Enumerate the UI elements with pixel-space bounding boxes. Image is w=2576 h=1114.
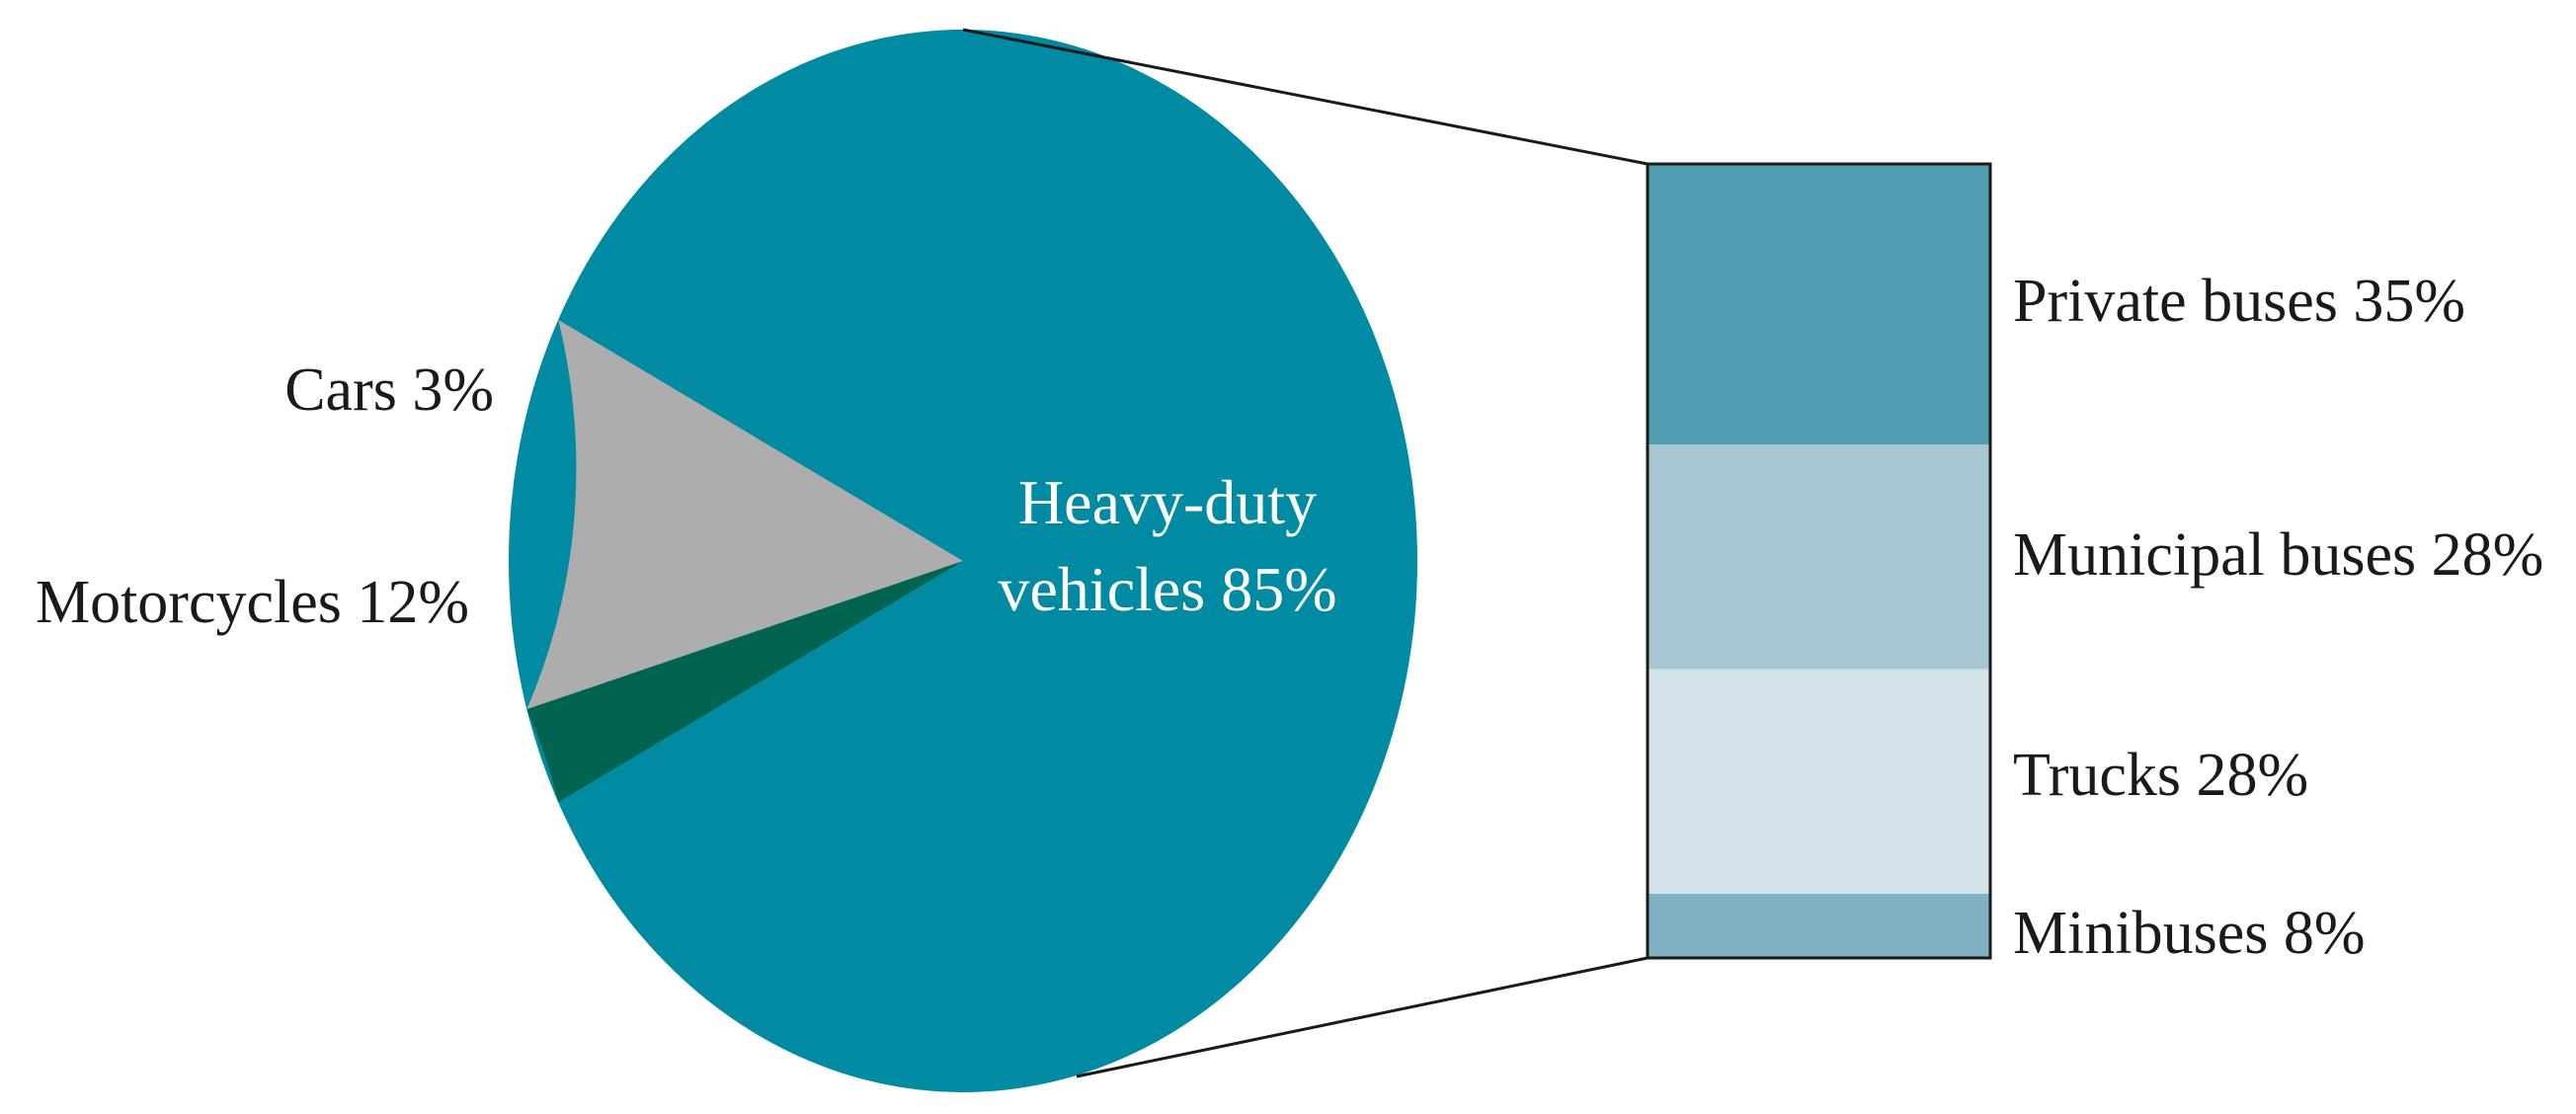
connector-line-top xyxy=(962,28,1649,166)
pie-label-heavy-duty-line-2: vehicles 85% xyxy=(999,554,1337,624)
bar-segment-municipal-buses xyxy=(1648,444,1990,670)
bar-segment-private-buses xyxy=(1648,164,1990,445)
pie-slice-motorcycles xyxy=(526,319,963,710)
connector-lines xyxy=(962,28,1649,1078)
pie-label-cars: Cars 3% xyxy=(284,357,494,424)
bar-label-municipal-buses: Municipal buses 28% xyxy=(2013,521,2543,589)
pie-label-heavy-duty-line-1: Heavy-duty xyxy=(1018,467,1317,537)
pie-group xyxy=(509,30,1417,1092)
bar-outline xyxy=(1646,162,1992,960)
bar-segment-trucks xyxy=(1648,669,1990,895)
bar-label-private-buses: Private buses 35% xyxy=(2013,268,2465,335)
connector-line-bottom xyxy=(1076,956,1649,1078)
pie-slice-cars xyxy=(526,561,963,803)
bar-label-trucks: Trucks 28% xyxy=(2013,742,2308,809)
breakdown-bar xyxy=(1646,162,1992,960)
bar-label-minibuses: Minibuses 8% xyxy=(2013,900,2366,967)
pie-label-motorcycles: Motorcycles 12% xyxy=(36,569,469,636)
bar-segment-minibuses xyxy=(1648,894,1990,958)
